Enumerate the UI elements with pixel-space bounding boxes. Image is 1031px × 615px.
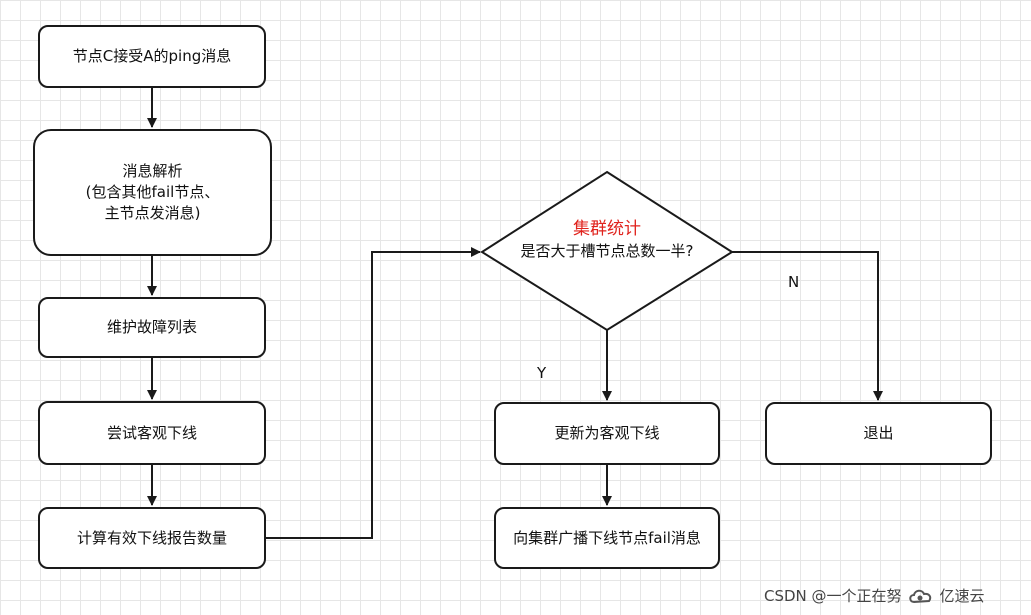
node-update-objective-down-label: 更新为客观下线 — [554, 424, 660, 442]
node-count-reports-label: 计算有效下线报告数量 — [76, 528, 227, 547]
node-update-objective-down: 更新为客观下线 — [494, 402, 720, 465]
watermark: CSDN @一个正在努 亿速云 — [764, 585, 985, 606]
edge-label-no: N — [788, 273, 800, 291]
decision-title: 集群统计 — [573, 219, 641, 239]
watermark-brand: 亿速云 — [939, 587, 985, 605]
node-broadcast-fail-label: 向集群广播下线节点fail消息 — [513, 528, 701, 547]
edge-label-yes: Y — [537, 364, 547, 382]
node-broadcast-fail: 向集群广播下线节点fail消息 — [494, 507, 720, 569]
node-parse-message-label: 消息解析 (包含其他fail节点、 主节点发消息) — [85, 162, 220, 222]
node-count-reports: 计算有效下线报告数量 — [38, 507, 266, 569]
node-try-objective-down-label: 尝试客观下线 — [106, 423, 197, 442]
node-exit-label: 退出 — [863, 424, 894, 442]
decision-text: 集群统计 是否大于槽节点总数一半? — [490, 218, 724, 262]
node-parse-message: 消息解析 (包含其他fail节点、 主节点发消息) — [33, 129, 272, 256]
arrow-decision-no — [732, 251, 883, 401]
node-receive-ping: 节点C接受A的ping消息 — [38, 25, 266, 88]
watermark-csdn: CSDN @一个正在努 — [764, 587, 902, 605]
node-maintain-fault-list-label: 维护故障列表 — [106, 318, 197, 336]
decision-question: 是否大于槽节点总数一半? — [520, 242, 694, 260]
node-maintain-fault-list: 维护故障列表 — [38, 297, 266, 358]
cloud-logo-icon — [908, 587, 934, 605]
arrow-count-to-decision — [266, 247, 481, 539]
node-exit: 退出 — [765, 402, 992, 465]
node-try-objective-down: 尝试客观下线 — [38, 401, 266, 465]
node-receive-ping-label: 节点C接受A的ping消息 — [72, 47, 232, 65]
